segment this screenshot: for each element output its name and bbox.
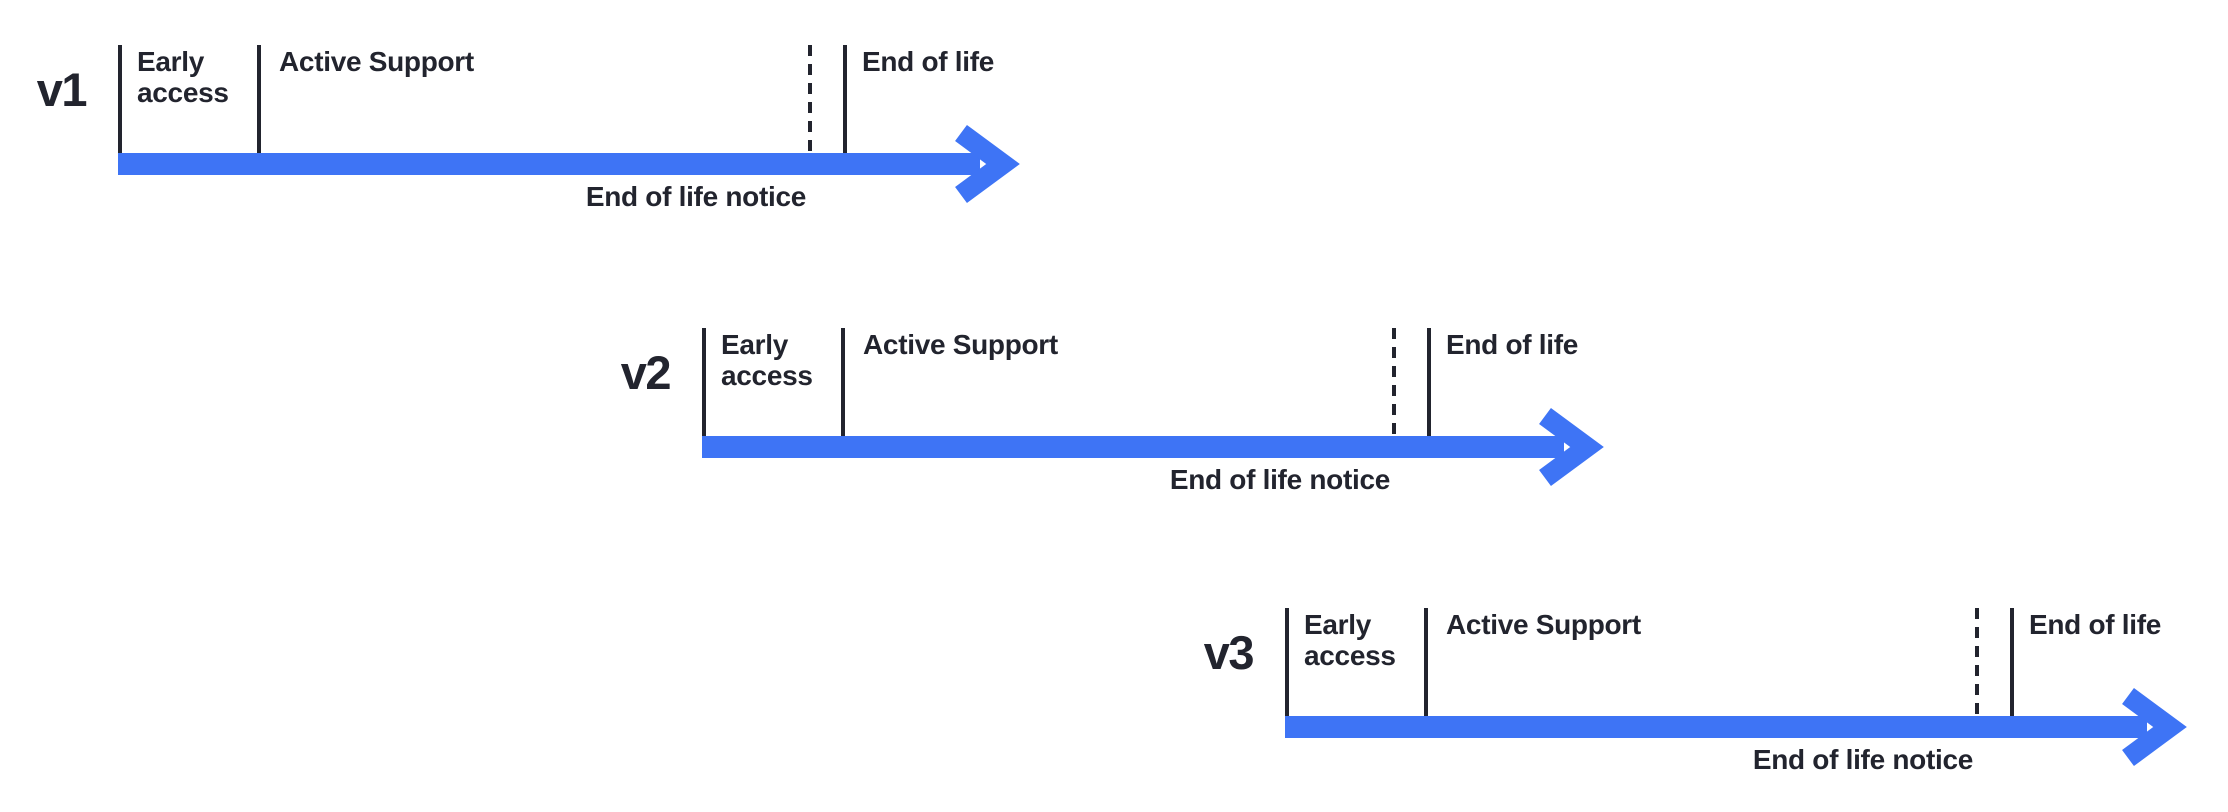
timeline-row-v2: v2 Early access Active Support End of li… — [621, 328, 1614, 500]
end-of-life-label: End of life — [2029, 609, 2162, 640]
active-support-start-tick — [1424, 608, 1428, 716]
early-access-start-tick — [1285, 608, 1289, 716]
active-support-label: Active Support — [279, 46, 474, 77]
end-of-life-tick — [843, 45, 847, 153]
timeline-row-v1: v1 Early access Active Support End of li… — [37, 45, 1030, 217]
eol-notice-dashed-line — [1975, 608, 1979, 716]
version-label: v2 — [620, 346, 672, 399]
eol-notice-label: End of life notice — [1169, 464, 1390, 495]
end-of-life-tick — [1427, 328, 1431, 436]
eol-notice-dashed-line — [808, 45, 812, 153]
end-of-life-label: End of life — [862, 46, 995, 77]
timeline-arrow — [118, 124, 1020, 204]
active-support-start-tick — [257, 45, 261, 153]
active-support-label: Active Support — [863, 329, 1058, 360]
end-of-life-label: End of life — [1446, 329, 1579, 360]
early-access-label: Early access — [1304, 609, 1396, 671]
active-support-start-tick — [841, 328, 845, 436]
early-access-label: Early access — [721, 329, 813, 391]
early-access-start-tick — [702, 328, 706, 436]
eol-notice-label: End of life notice — [585, 181, 806, 212]
version-label: v1 — [36, 63, 88, 116]
early-access-label: Early access — [137, 46, 229, 108]
eol-notice-label: End of life notice — [1752, 744, 1973, 775]
timeline-row-v3: v3 Early access Active Support End of li… — [1204, 608, 2197, 780]
active-support-label: Active Support — [1446, 609, 1641, 640]
timeline-arrow — [702, 407, 1604, 487]
timeline-arrow — [1285, 687, 2187, 767]
eol-notice-dashed-line — [1392, 328, 1396, 436]
early-access-start-tick — [118, 45, 122, 153]
end-of-life-tick — [2010, 608, 2014, 716]
version-label: v3 — [1203, 626, 1255, 679]
